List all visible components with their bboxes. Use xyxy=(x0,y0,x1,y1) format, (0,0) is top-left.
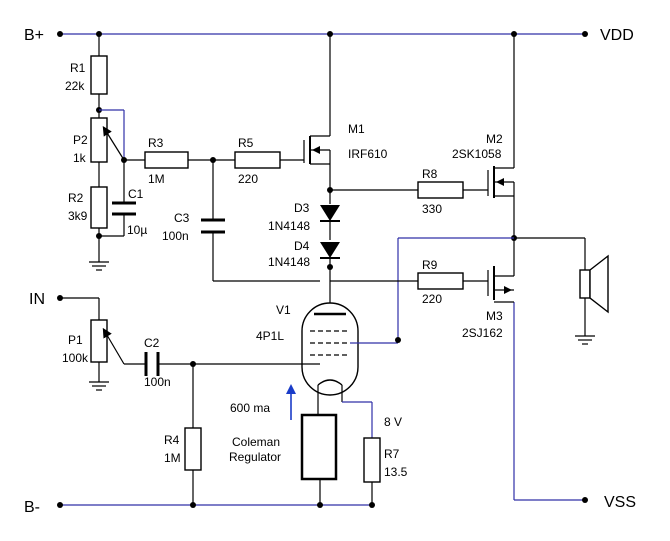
diode-stack xyxy=(320,187,340,306)
m1-value: IRF610 xyxy=(348,147,388,161)
r4-value: 1M xyxy=(164,451,181,465)
p1-body xyxy=(90,319,108,363)
v1-tube xyxy=(301,302,401,438)
m1-ref: M1 xyxy=(348,122,365,136)
v1-value: 4P1L xyxy=(256,329,284,343)
gate-drive-wiring xyxy=(188,157,320,282)
r3-body xyxy=(144,151,189,169)
r7-body xyxy=(363,437,381,483)
r2-body xyxy=(90,186,108,229)
p1-wiper xyxy=(102,327,125,365)
p1-value: 100k xyxy=(62,351,89,365)
voltage-annotation: 8 V xyxy=(384,415,402,429)
r3-value: 1M xyxy=(148,172,165,186)
p1-ref: P1 xyxy=(68,333,83,347)
r9-ref: R9 xyxy=(422,258,438,272)
input-label: IN xyxy=(29,291,45,308)
r4-body xyxy=(184,427,202,471)
r3-ref: R3 xyxy=(148,136,164,150)
b-minus-rail xyxy=(57,502,375,508)
r1-value: 22k xyxy=(65,79,85,93)
input-wiring xyxy=(57,295,320,505)
vss-rail xyxy=(513,302,588,503)
speaker-icon xyxy=(579,254,609,314)
r5-value: 220 xyxy=(238,172,258,186)
r9-value: 220 xyxy=(422,292,442,306)
p2-wiper xyxy=(102,125,125,161)
r5-body xyxy=(234,151,281,169)
output-node-wiring xyxy=(397,235,595,345)
b-plus-label: B+ xyxy=(24,27,44,44)
d3-value: 1N4148 xyxy=(268,219,310,233)
m2-ref: M2 xyxy=(486,132,503,146)
d4-ref: D4 xyxy=(294,239,310,253)
c3-ref: C3 xyxy=(174,211,190,225)
r1-body xyxy=(90,55,108,95)
r1-ref: R1 xyxy=(70,61,86,75)
d3-ref: D3 xyxy=(294,201,310,215)
c1-ref: C1 xyxy=(128,187,144,201)
vdd-label: VDD xyxy=(600,27,634,44)
b-plus-rail xyxy=(57,31,588,37)
r2-ref: R2 xyxy=(68,191,84,205)
r4-ref: R4 xyxy=(164,433,180,447)
r8-value: 330 xyxy=(422,202,442,216)
m2-value: 2SK1058 xyxy=(452,147,502,161)
d4-value: 1N4148 xyxy=(268,255,310,269)
vss-label: VSS xyxy=(604,494,636,511)
r8-ref: R8 xyxy=(422,167,438,181)
m2-mosfet xyxy=(487,34,515,276)
p2-body xyxy=(90,117,108,163)
m3-ref: M3 xyxy=(486,309,503,323)
r2-value: 3k9 xyxy=(68,209,88,223)
r7-value: 13.5 xyxy=(384,465,408,479)
r8-body xyxy=(417,181,464,199)
m3-value: 2SJ162 xyxy=(462,326,503,340)
c3-value: 100n xyxy=(162,229,189,243)
m1-mosfet xyxy=(303,34,331,194)
c2-value: 100n xyxy=(144,375,171,389)
m3-mosfet xyxy=(487,266,514,303)
current-annotation: 600 ma xyxy=(230,401,270,415)
current-arrow-icon xyxy=(286,384,296,420)
r7-ref: R7 xyxy=(384,447,400,461)
c2-ref: C2 xyxy=(144,336,160,350)
regulator-label-line1: Coleman xyxy=(232,435,280,449)
c1-value: 10µ xyxy=(127,223,147,237)
regulator-label-line2: Regulator xyxy=(229,450,281,464)
b-minus-label: B- xyxy=(24,499,40,516)
p2-value: 1k xyxy=(73,151,87,165)
r9-body xyxy=(417,272,464,290)
coleman-regulator-box xyxy=(300,413,338,481)
p2-ref: P2 xyxy=(73,133,88,147)
r5-ref: R5 xyxy=(238,136,254,150)
v1-ref: V1 xyxy=(276,303,291,317)
